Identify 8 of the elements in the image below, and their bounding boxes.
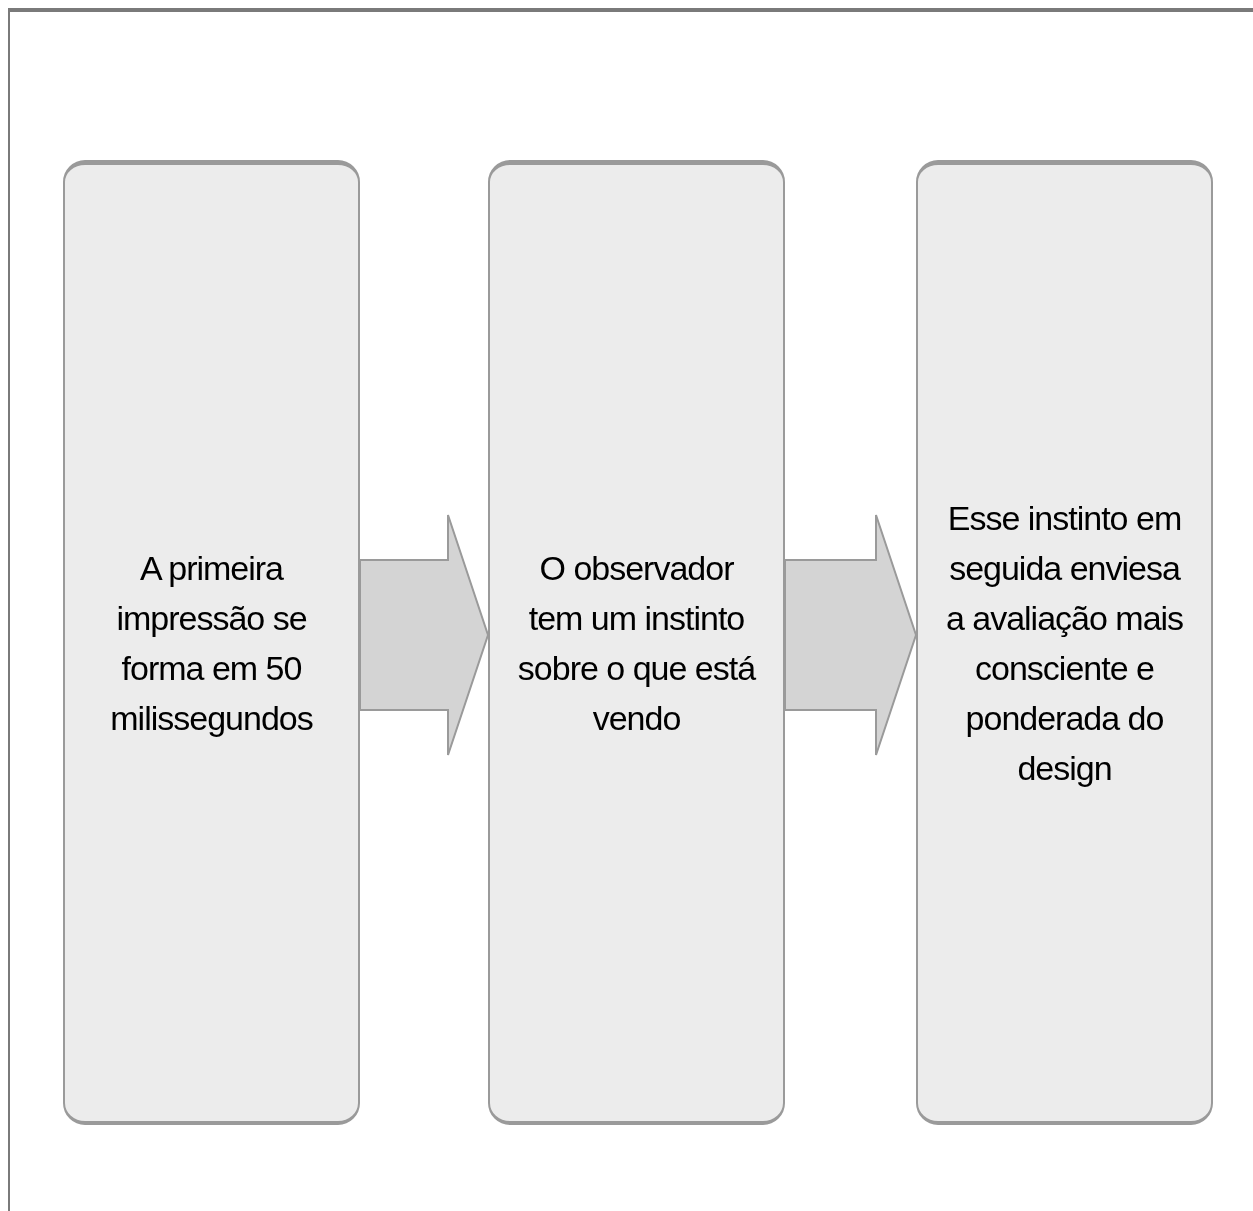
process-box [916, 160, 1213, 1125]
process-box [488, 160, 785, 1125]
process-box [63, 160, 360, 1125]
block-arrow [784, 514, 918, 756]
box-text: O observador tem um instinto sobre o que está vendo [516, 548, 757, 739]
block-arrow [359, 514, 490, 756]
box-text: Esse instinto em seguida enviesa a avaliação mais consciente e ponderada do design [944, 498, 1185, 789]
box-text: A primeira impressão se forma em 50 milissegundos [109, 548, 314, 739]
